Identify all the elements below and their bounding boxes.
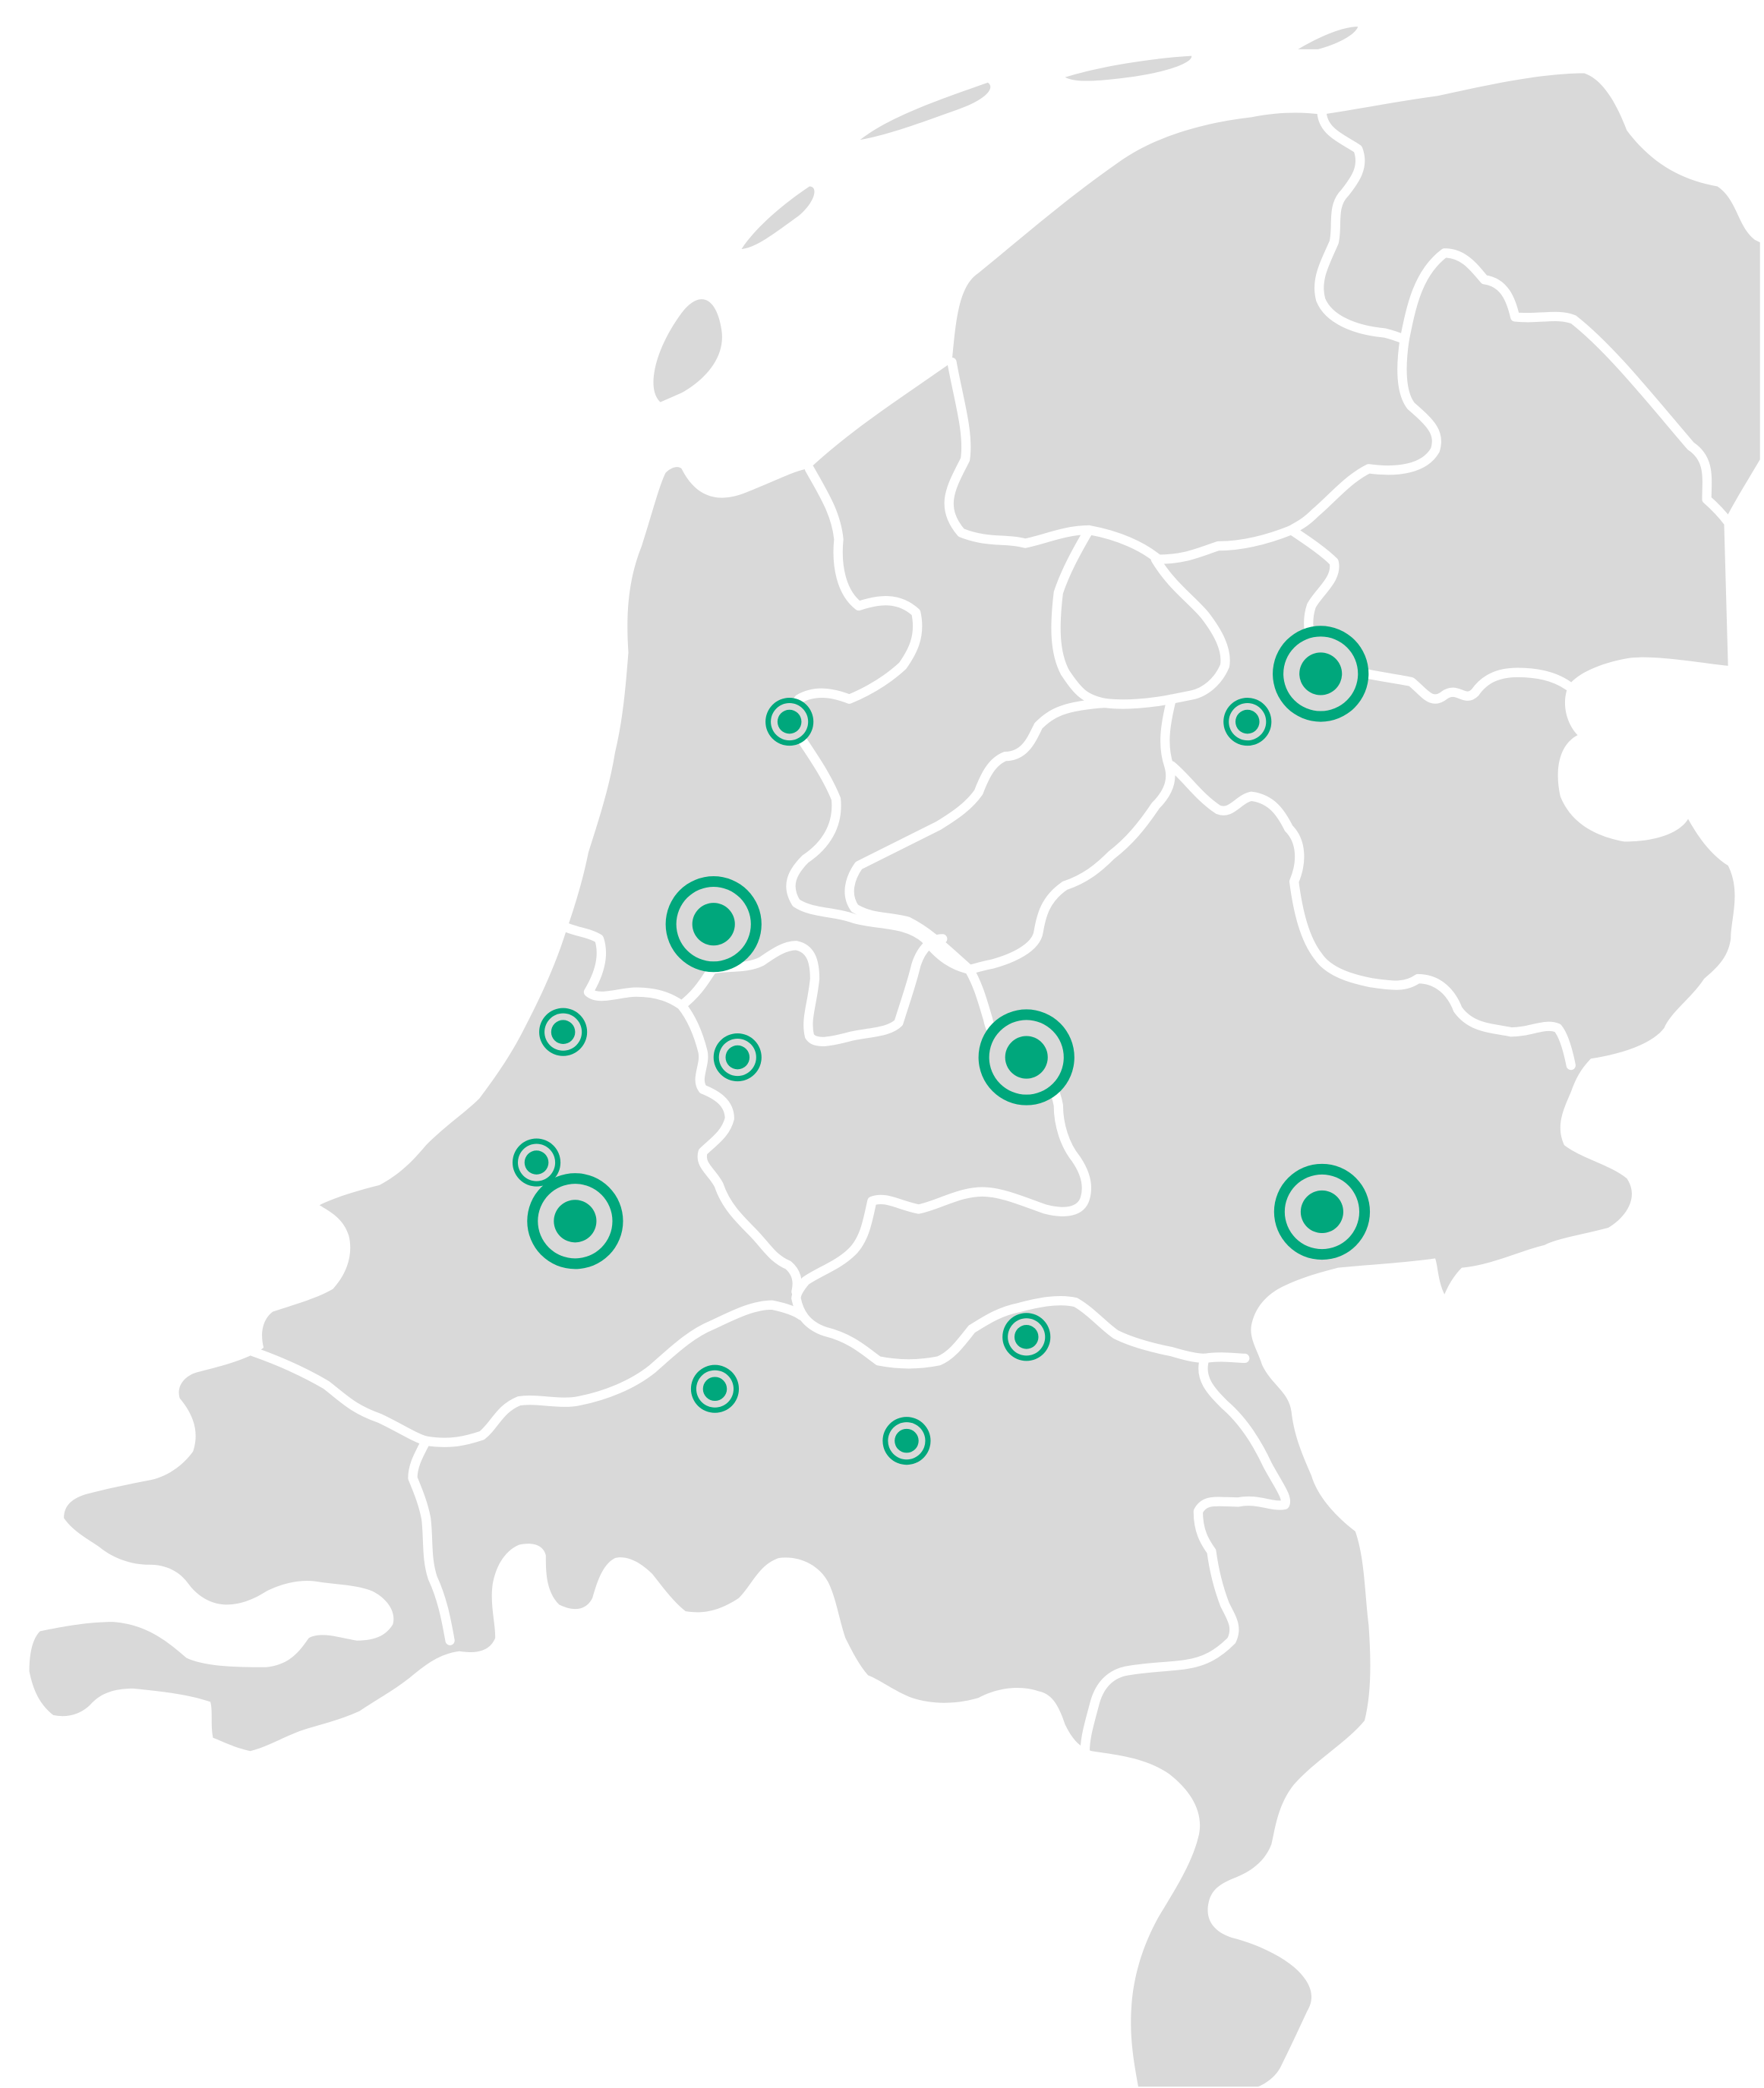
mainland — [29, 73, 1760, 2087]
location-marker-den-bosch[interactable] — [1002, 1313, 1051, 1361]
border-noordholland-utrecht — [786, 718, 974, 974]
border-brabant-limburg — [1080, 1353, 1291, 1756]
location-marker-leiden[interactable] — [713, 1033, 762, 1082]
island-texel — [653, 299, 722, 402]
marker-dot — [895, 1428, 919, 1453]
location-marker-zwolle[interactable] — [1273, 626, 1369, 722]
marker-dot — [554, 1200, 597, 1243]
marker-dot — [1299, 652, 1343, 695]
location-marker-kampen[interactable] — [1223, 698, 1272, 746]
marker-dot — [524, 1150, 549, 1175]
border-flevoland-north — [1051, 525, 1176, 709]
land-group — [29, 27, 1760, 2087]
border-friesland-flevoland — [1084, 525, 1296, 564]
island-schiermonnikoog — [1298, 27, 1359, 49]
border-zuidholland-utrecht — [677, 1001, 802, 1297]
border-gelderland-overijssel — [1166, 761, 1576, 1071]
location-marker-breda[interactable] — [690, 1364, 740, 1413]
marker-dot — [1005, 1036, 1048, 1079]
location-marker-enschede[interactable] — [1273, 1163, 1371, 1260]
island-ameland — [1065, 55, 1192, 81]
border-noordholland-zuidholland — [557, 920, 948, 1046]
location-marker-amsterdam[interactable] — [665, 876, 762, 973]
location-marker-alkmaar[interactable] — [765, 698, 814, 746]
border-flevoland-southwest — [844, 698, 1110, 974]
marker-dot — [1235, 709, 1260, 734]
marker-dot — [702, 1377, 727, 1402]
marker-dot — [725, 1045, 750, 1070]
markers-layer — [512, 626, 1371, 1465]
border-flevoland-east — [1150, 554, 1230, 704]
location-marker-the-hague[interactable] — [527, 1173, 623, 1270]
border-zeeland-brabant — [408, 1436, 455, 1645]
border-noordholland-flevoland — [786, 464, 923, 728]
location-marker-eindhoven[interactable] — [882, 1417, 931, 1465]
island-terschelling — [860, 82, 991, 140]
border-friesland-drenthe — [1286, 335, 1441, 535]
border-zuidholland-brabant — [248, 1300, 806, 1447]
marker-dot — [777, 709, 802, 734]
location-marker-haarlem[interactable] — [539, 1008, 588, 1056]
border-drenthe-overijssel — [1286, 525, 1573, 704]
marker-dot — [1300, 1190, 1343, 1234]
marker-dot — [551, 1020, 576, 1044]
border-brabant-gelderland — [791, 1293, 1250, 1369]
marker-dot — [692, 903, 735, 946]
province-borders — [248, 109, 1733, 1756]
marker-dot — [1014, 1325, 1039, 1349]
border-groningen-drenthe — [1400, 248, 1733, 527]
island-vlieland — [741, 186, 815, 249]
border-friesland-groningen — [1314, 109, 1409, 345]
location-marker-hoofddorp[interactable] — [512, 1138, 561, 1187]
border-friesland-noordholland — [944, 357, 1094, 548]
location-marker-utrecht[interactable] — [978, 1009, 1074, 1106]
